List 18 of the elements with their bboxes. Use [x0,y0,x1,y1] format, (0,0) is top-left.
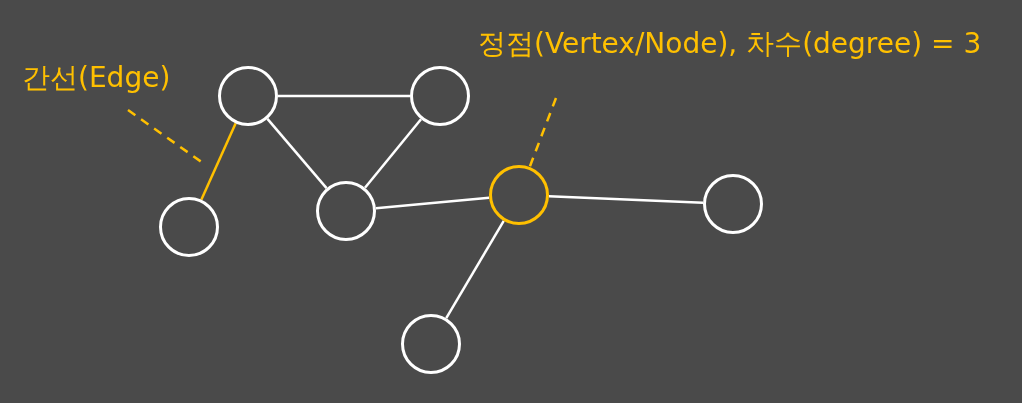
graph-edge [548,195,704,204]
vertex-circle [401,314,461,374]
callout-label: 간선(Edge) [22,62,171,94]
vertex-circle [410,66,470,126]
vertex-circle [218,66,278,126]
graph-edge [278,94,410,98]
vertex-circle [159,197,219,257]
leader-line [127,108,204,165]
graph-edge [200,122,237,201]
vertex-circle [489,165,549,225]
graph-edge [364,118,422,189]
callout-label: 정점(Vertex/Node), 차수(degree) = 3 [478,28,982,60]
vertex-circle [703,174,763,234]
vertex-circle [316,181,376,241]
graph-edge [445,220,505,319]
leader-line [528,97,558,168]
graph-edge [375,196,490,210]
graph-edge [266,118,328,189]
